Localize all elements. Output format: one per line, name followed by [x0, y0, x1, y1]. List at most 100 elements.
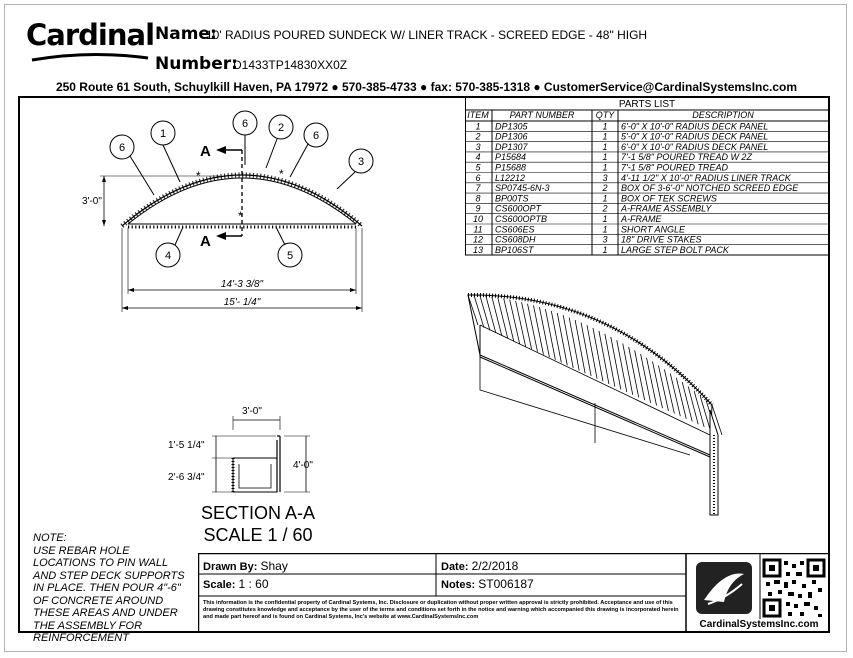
section-scale-line: SCALE 1 / 60: [203, 525, 313, 545]
iso-rib: [586, 325, 598, 379]
iso-rib: [675, 377, 687, 419]
iso-rib: [473, 295, 485, 328]
iso-rib: [640, 353, 651, 403]
company-address: 250 Route 61 South, Schuylkill Haven, PA…: [55, 80, 798, 94]
iso-rib: [550, 310, 562, 363]
name-label: Name:: [155, 24, 217, 44]
iso-rib: [622, 343, 634, 395]
section-dim-top: 3'-0": [242, 406, 262, 417]
iso-rib: [669, 373, 681, 417]
qr-code-icon: [762, 558, 826, 618]
parts-cell-r12-c4: 18" DRIVE STAKES: [621, 235, 702, 245]
parts-cell-r1-c1: 1: [475, 121, 480, 131]
callout-6c: 6: [313, 130, 319, 142]
drawn-by-label: Drawn By:: [203, 561, 258, 573]
notes-label: Notes:: [441, 579, 476, 591]
section-marker-top: A: [200, 143, 211, 160]
parts-cell-r1-c2: DP1305: [495, 121, 529, 131]
parts-cell-r12-c1: 12: [473, 235, 483, 245]
parts-cell-r9-c1: 9: [475, 204, 480, 214]
parts-cell-r4-c2: P15684: [495, 152, 526, 162]
parts-cell-r12-c2: CS608DH: [495, 235, 536, 245]
parts-cell-r6-c1: 6: [475, 173, 480, 183]
section-title: SECTION A-A SCALE 1 / 60: [201, 502, 315, 546]
logo-swoosh-icon: [31, 52, 149, 62]
iso-rib: [533, 305, 544, 355]
cardinal-logo: Cardinal: [26, 18, 155, 52]
parts-cell-r3-c1: 3: [475, 142, 480, 152]
iso-rib: [616, 340, 628, 393]
parts-cell-r2-c2: DP1306: [495, 132, 528, 142]
callout-5: 5: [287, 250, 293, 262]
parts-cell-r10-c1: 10: [473, 214, 483, 224]
parts-cell-r3-c3: 1: [602, 142, 607, 152]
iso-rib: [598, 330, 610, 385]
parts-cell-r1-c4: 6'-0" X 10'-0" RADIUS DECK PANEL: [621, 121, 768, 131]
parts-cell-r8-c1: 8: [475, 193, 480, 203]
iso-rib: [646, 357, 657, 406]
parts-cell-r11-c2: CS606ES: [495, 224, 535, 234]
parts-cell-r11-c3: 1: [602, 224, 607, 234]
parts-cell-r9-c2: CS600OPT: [495, 204, 543, 214]
plan-view-drawing: A A * * * 1 2 3 4 5 6 6 6 3'-0" 14'-3 3/…: [82, 110, 374, 312]
iso-rib: [527, 303, 538, 352]
iso-rib: [544, 308, 556, 360]
col-qty: QTY: [596, 110, 615, 120]
col-description: DESCRIPTION: [692, 110, 754, 120]
website-link[interactable]: CardinalSystemsInc.com: [699, 619, 819, 630]
dim-outer-width: 15'- 1/4": [224, 297, 261, 308]
parts-list-table: 1 DP1305 1 6'-0" X 10'-0" RADIUS DECK PANEL…: [465, 96, 830, 256]
parts-cell-r6-c3: 3: [602, 173, 607, 183]
iso-rib: [610, 336, 622, 390]
iso-rib: [628, 346, 640, 398]
parts-cell-r2-c3: 1: [602, 132, 607, 142]
scale-label: Scale:: [203, 579, 236, 591]
iso-rib: [503, 298, 515, 342]
parts-cell-r6-c4: 4'-11 1/2" X 10'-0" RADIUS LINER TRACK: [621, 173, 792, 183]
section-dim-total: 4'-0": [293, 460, 313, 471]
parts-cell-r10-c4: A-FRAME: [620, 214, 662, 224]
parts-cell-r7-c1: 7: [475, 183, 481, 193]
name-value: 10' RADIUS POURED SUNDECK W/ LINER TRACK…: [206, 28, 648, 42]
parts-cell-r11-c4: SHORT ANGLE: [621, 224, 686, 234]
parts-cell-r1-c3: 1: [602, 121, 607, 131]
title-block-grid: [198, 553, 830, 633]
iso-rib: [687, 386, 699, 425]
parts-cell-r9-c4: A-FRAME ASSEMBLY: [620, 204, 712, 214]
section-title-line1: SECTION A-A: [201, 503, 316, 523]
parts-cell-r4-c3: 1: [602, 152, 607, 162]
parts-cell-r7-c4: BOX OF 3-6'-0" NOTCHED SCREED EDGE: [621, 183, 799, 193]
iso-rib: [711, 404, 723, 436]
iso-rib: [485, 295, 497, 334]
iso-rib: [658, 365, 669, 411]
col-part-number: PART NUMBER: [510, 110, 575, 120]
callout-6a: 6: [119, 142, 125, 154]
callout-4: 4: [165, 250, 171, 262]
iso-rib: [634, 350, 646, 401]
iso-rib: [556, 312, 568, 366]
number-label: Number:: [155, 54, 238, 74]
iso-rib: [491, 296, 503, 336]
parts-list-title: PARTS LIST: [619, 99, 675, 110]
cardinal-mark-icon: [696, 562, 752, 614]
parts-cell-r4-c1: 4: [475, 152, 480, 162]
iso-rib: [664, 369, 675, 414]
parts-cell-r5-c1: 5: [475, 163, 481, 173]
iso-rib: [479, 295, 491, 331]
parts-cell-r5-c3: 1: [602, 163, 607, 173]
col-item: ITEM: [467, 110, 489, 120]
dim-height: 3'-0": [82, 196, 102, 207]
svg-text:*: *: [279, 167, 284, 181]
iso-rib: [539, 306, 550, 358]
section-dim-upper: 1'-5 1/4": [168, 440, 205, 451]
iso-rib: [568, 317, 580, 371]
iso-rib: [699, 395, 711, 430]
date-label: Date:: [441, 561, 469, 573]
drawn-by-value: Shay: [260, 559, 288, 573]
parts-cell-r13-c3: 1: [602, 245, 607, 255]
parts-cell-r12-c3: 3: [602, 235, 607, 245]
iso-rib: [562, 315, 574, 369]
isometric-view-drawing: [467, 292, 723, 516]
parts-cell-r8-c4: BOX OF TEK SCREWS: [621, 193, 717, 203]
parts-cell-r8-c3: 1: [602, 193, 607, 203]
